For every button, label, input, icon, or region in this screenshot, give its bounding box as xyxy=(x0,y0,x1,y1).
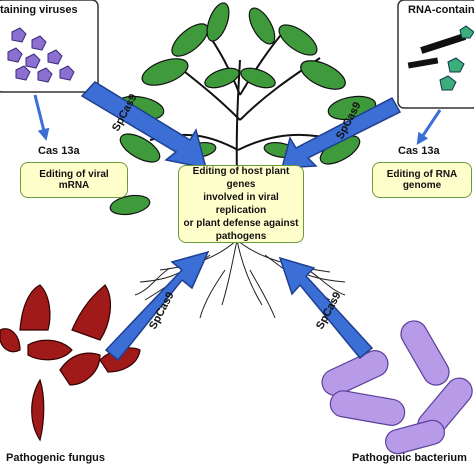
editing-host-plant-genes-box: Editing of host plant genes involved in … xyxy=(178,165,304,243)
cas13a-arrows xyxy=(33,94,442,145)
box-line: mRNA xyxy=(58,180,90,191)
arrow-bottom-left xyxy=(104,250,210,362)
editing-viral-mrna-box: Editing of viral mRNA xyxy=(20,162,128,198)
rna-virus-source-box xyxy=(397,0,474,109)
rna-virus-particles xyxy=(407,25,474,91)
box-line: pathogens xyxy=(215,231,267,242)
box-line: genome xyxy=(402,180,442,191)
arrow-bottom-right xyxy=(278,256,374,360)
box-line: Editing of viral xyxy=(39,169,109,180)
pathogenic-bacterium xyxy=(321,320,473,455)
bacterium-label: Pathogenic bacterium xyxy=(352,452,467,464)
editing-rna-genome-box: Editing of RNA genome xyxy=(372,162,472,198)
dna-virus-label: taining viruses xyxy=(0,4,78,16)
box-line: or plant defense against xyxy=(183,218,299,229)
pathogenic-fungus xyxy=(0,284,141,442)
fungus-label: Pathogenic fungus xyxy=(6,452,105,464)
box-line: Editing of RNA xyxy=(386,169,458,180)
arrow-top-left xyxy=(80,81,208,169)
box-line: involved in viral replication xyxy=(203,192,279,216)
dna-virus-particles xyxy=(7,27,75,83)
cas13a-right-label: Cas 13a xyxy=(398,145,440,157)
cas13a-left-label: Cas 13a xyxy=(38,145,80,157)
rna-virus-label: RNA-containi xyxy=(408,4,474,16)
box-line: Editing of host plant genes xyxy=(192,166,290,190)
spcas9-arrows xyxy=(80,81,402,362)
